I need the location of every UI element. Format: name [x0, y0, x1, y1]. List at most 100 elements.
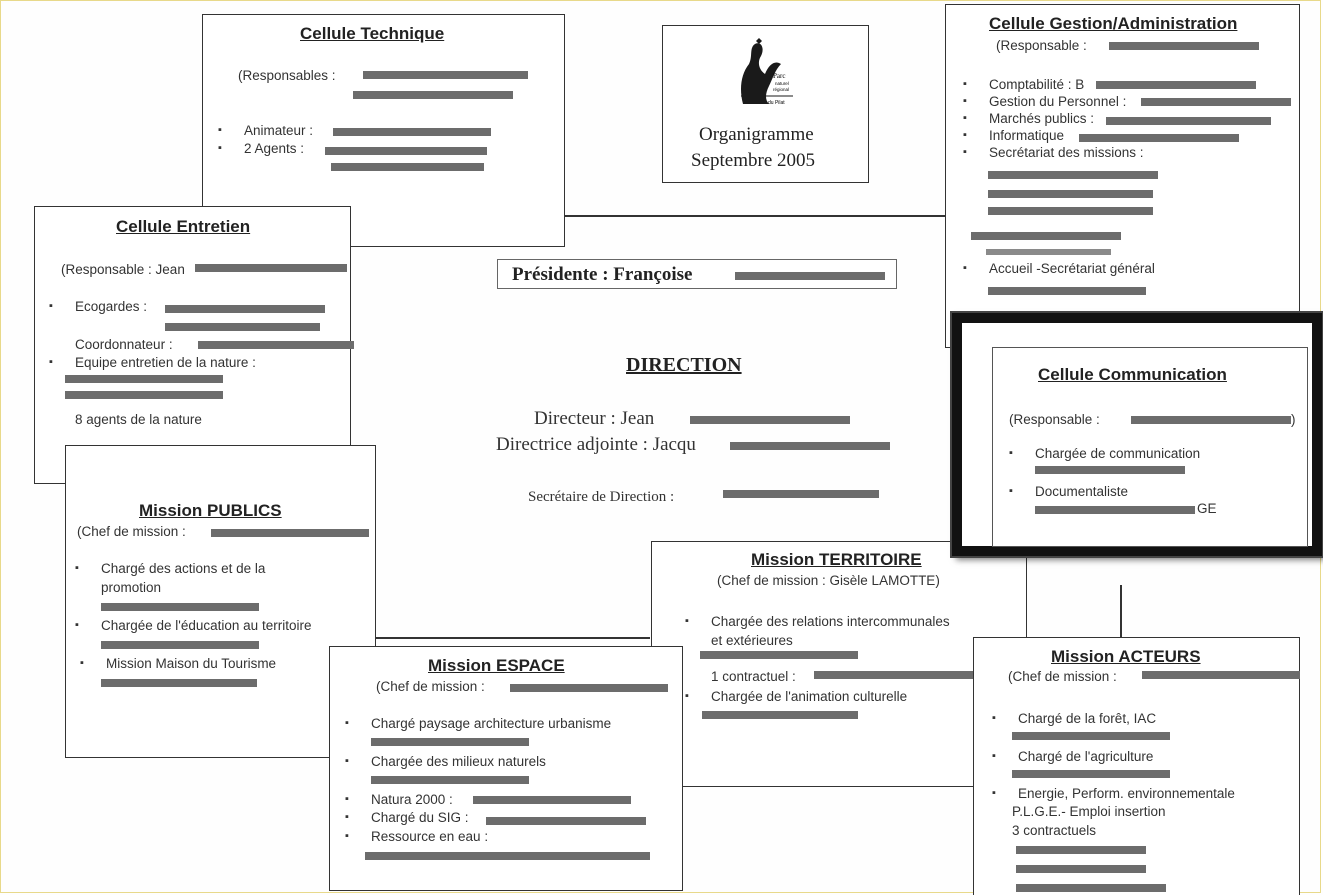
gestion-item-comptabilite: Comptabilité : B	[963, 77, 1084, 92]
redacted-name	[325, 147, 487, 155]
territoire-chef: (Chef de mission : Gisèle LAMOTTE)	[717, 573, 940, 588]
publics-item-promotion: promotion	[101, 580, 162, 595]
acteurs-item-contractuels: 3 contractuels	[1012, 823, 1097, 838]
acteurs-item-foret: Chargé de la forêt, IAC	[992, 711, 1156, 726]
cellule-communication-title: Cellule Communication	[1038, 365, 1227, 384]
espace-item-milieux: Chargée des milieux naturels	[345, 754, 546, 769]
gestion-responsable: (Responsable :	[996, 38, 1087, 53]
communication-responsable-end: )	[1291, 412, 1296, 427]
redacted-name	[986, 249, 1111, 255]
cellule-entretien-title: Cellule Entretien	[116, 217, 251, 236]
entretien-agents: 8 agents de la nature	[75, 412, 202, 427]
gestion-item-accueil: Accueil -Secrétariat général	[963, 261, 1155, 276]
logo-text-parc: Parc	[773, 72, 785, 80]
redacted-name	[165, 323, 320, 331]
secretaire-label: Secrétaire de Direction :	[528, 489, 675, 505]
redacted-name	[1142, 671, 1300, 679]
directeur-label: Directeur : Jean	[534, 408, 655, 429]
redacted-name	[1106, 117, 1271, 125]
redacted-name	[988, 190, 1153, 198]
redacted-name	[1035, 466, 1185, 474]
redacted-name	[702, 711, 858, 719]
redacted-name	[510, 684, 668, 692]
connector-line	[350, 637, 650, 639]
redacted-name	[211, 529, 369, 537]
redacted-name	[1016, 846, 1146, 854]
acteurs-item-plge: P.L.G.E.- Emploi insertion	[1012, 804, 1166, 819]
redacted-name	[365, 852, 650, 860]
entretien-responsable: (Responsable : Jean	[61, 262, 185, 277]
redacted-name	[65, 375, 223, 383]
redacted-name	[690, 416, 850, 424]
gestion-item-personnel: Gestion du Personnel :	[963, 94, 1126, 109]
redacted-name	[1016, 865, 1146, 873]
territoire-contractuel: 1 contractuel :	[711, 669, 796, 684]
redacted-name	[988, 207, 1153, 215]
agents-item: 2 Agents :	[218, 141, 304, 156]
entretien-coordonnateur: Coordonnateur :	[75, 337, 173, 352]
mission-territoire-title: Mission TERRITOIRE	[751, 550, 922, 569]
redacted-name	[1012, 732, 1170, 740]
redacted-name	[486, 817, 646, 825]
connector-line	[1120, 585, 1122, 637]
redacted-name	[473, 796, 631, 804]
logo-text-pilat: du Pilat	[768, 100, 785, 106]
espace-item-paysage: Chargé paysage architecture urbanisme	[345, 716, 611, 731]
publics-chef: (Chef de mission :	[77, 524, 186, 539]
redacted-name	[730, 442, 890, 450]
redacted-name	[195, 264, 347, 272]
redacted-name	[333, 128, 491, 136]
redacted-name	[1109, 42, 1259, 50]
communication-item-documentaliste-end: GE	[1197, 501, 1217, 516]
redacted-name	[198, 341, 354, 349]
directrice-adjointe-label: Directrice adjointe : Jacqu	[496, 434, 696, 455]
redacted-name	[363, 71, 528, 79]
mission-publics-box: Mission PUBLICS (Chef de mission : Charg…	[65, 445, 376, 758]
redacted-name	[1096, 81, 1256, 89]
mission-territoire-box: Mission TERRITOIRE (Chef de mission : Gi…	[651, 541, 1027, 787]
presidente-label: Présidente : Françoise	[512, 264, 693, 285]
entretien-ecogardes: Ecogardes :	[49, 299, 147, 314]
redacted-name	[353, 91, 513, 99]
communication-responsable: (Responsable :	[1009, 412, 1100, 427]
mission-espace-title: Mission ESPACE	[428, 656, 565, 675]
espace-chef: (Chef de mission :	[376, 679, 485, 694]
redacted-name	[331, 163, 484, 171]
redacted-name	[988, 171, 1158, 179]
redacted-name	[1016, 884, 1166, 892]
territoire-item-animation: Chargée de l'animation culturelle	[685, 689, 907, 704]
presidente-box: Présidente : Françoise	[497, 259, 897, 289]
animateur-item: Animateur :	[218, 123, 313, 138]
logo-text-regional: régional	[773, 87, 789, 92]
organigramme-date: Septembre 2005	[691, 150, 816, 171]
espace-item-eau: Ressource en eau :	[345, 829, 488, 844]
cellule-entretien-box: Cellule Entretien (Responsable : Jean Ec…	[34, 206, 354, 484]
redacted-name	[723, 490, 879, 498]
mission-acteurs-box: Mission ACTEURS (Chef de mission : Charg…	[973, 637, 1300, 895]
redacted-name	[814, 671, 974, 679]
gestion-item-marches: Marchés publics :	[963, 111, 1094, 126]
organigramme-box: Parc naturel régional du Pilat Organigra…	[662, 25, 869, 183]
redacted-name	[1035, 506, 1195, 514]
redacted-name	[735, 272, 885, 280]
publics-item-tourisme: Mission Maison du Tourisme	[80, 656, 276, 671]
direction-title: DIRECTION	[626, 354, 742, 376]
connector-line	[565, 215, 945, 217]
cellule-communication-inner: Cellule Communication (Responsable : ) C…	[992, 347, 1308, 547]
territoire-item-exterieures: et extérieures	[711, 633, 793, 648]
espace-item-sig: Chargé du SIG :	[345, 810, 468, 825]
cellule-technique-box: Cellule Technique (Responsables : Animat…	[202, 14, 565, 247]
entretien-equipe: Equipe entretien de la nature :	[49, 355, 256, 370]
acteurs-chef: (Chef de mission :	[1008, 669, 1117, 684]
organigramme-title: Organigramme	[699, 124, 814, 145]
territoire-item-relations: Chargée des relations intercommunales	[685, 614, 950, 629]
redacted-name	[65, 391, 223, 399]
cellule-technique-title: Cellule Technique	[300, 24, 445, 43]
mission-espace-box: Mission ESPACE (Chef de mission : Chargé…	[329, 646, 683, 891]
publics-item-actions: Chargé des actions et de la	[75, 561, 265, 576]
communication-item-documentaliste: Documentaliste	[1009, 484, 1128, 499]
logo-text-naturel: naturel	[775, 81, 789, 86]
mission-acteurs-title: Mission ACTEURS	[1051, 647, 1201, 666]
redacted-name	[371, 776, 529, 784]
redacted-name	[165, 305, 325, 313]
